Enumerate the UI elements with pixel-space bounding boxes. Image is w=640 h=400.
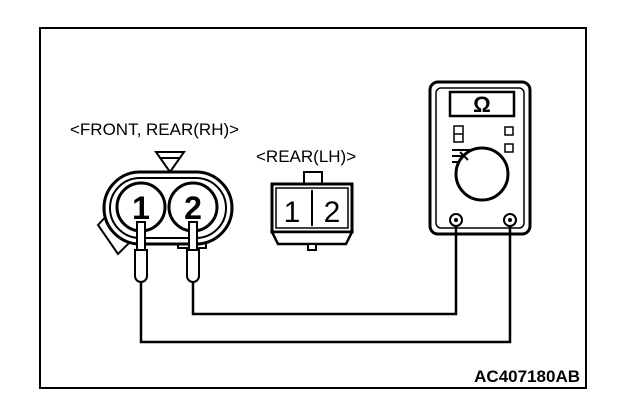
ohmmeter-display [448,90,516,118]
rear-lh-pin-2-label: 2 [324,196,341,229]
pin-1-label: 1 [132,190,150,226]
rear-lh-pin-1-label: 1 [284,196,301,229]
ohmmeter-selector-dial [454,146,510,202]
test-probe-1 [134,221,148,283]
rear-lh-top-lock [303,171,323,185]
test-lead-pin2 [191,226,458,316]
ohm-symbol: Ω [473,92,491,117]
test-probe-2 [186,221,200,283]
rear-lh-connector: 1 2 [269,171,355,251]
pin-2-label: 2 [184,190,202,226]
figure-code: AC407180AB [474,367,580,386]
rear-lh-label: <REAR(LH)> [256,147,356,166]
rear-lh-base [269,230,355,246]
test-lead-pin1 [139,226,512,344]
ohmmeter: Ω [428,80,532,236]
front-rear-rh-label: <FRONT, REAR(RH)> [70,120,239,139]
